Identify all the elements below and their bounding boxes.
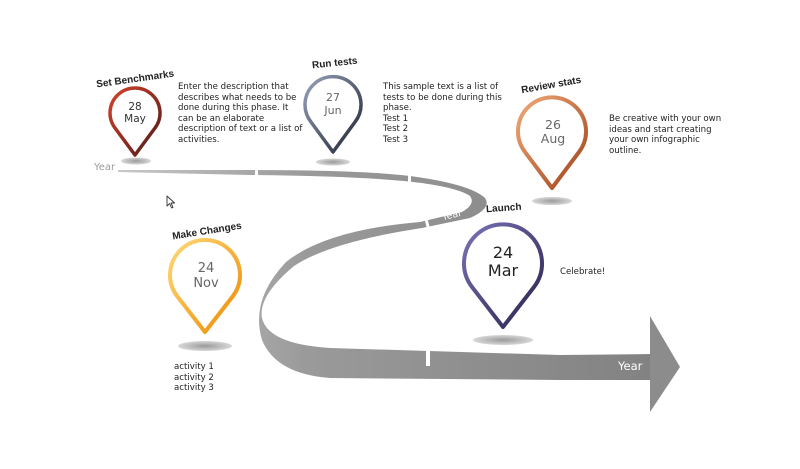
- milestone-month: May: [124, 113, 146, 126]
- milestone-month: Nov: [193, 275, 219, 291]
- milestone-description: This sample text is a list of tests to b…: [383, 82, 502, 145]
- milestone-day: 27: [326, 91, 340, 104]
- mouse-pointer-icon: [166, 195, 176, 209]
- map-pin-icon: [108, 86, 162, 157]
- year-label: Year: [618, 359, 643, 373]
- pin-shadow: [121, 157, 151, 165]
- milestone-month: Mar: [487, 261, 519, 281]
- road-separator: [255, 166, 258, 178]
- pin-shadow: [473, 335, 533, 345]
- map-pin-icon: [303, 75, 363, 154]
- milestone-day: 26: [545, 117, 561, 132]
- map-pin-icon: [462, 222, 544, 329]
- map-pin-icon: [168, 238, 242, 334]
- milestone-description: Be creative with your own ideas and star…: [609, 114, 722, 156]
- map-pin-icon: [516, 95, 588, 190]
- pin-shadow: [316, 158, 350, 166]
- milestone-date: 24 Mar: [478, 243, 528, 281]
- milestone-date: 24 Nov: [184, 261, 228, 292]
- road-separator: [408, 172, 411, 184]
- road-arrowhead: [650, 316, 680, 412]
- milestone-date: 26 Aug: [532, 117, 574, 147]
- year-label: Year: [94, 162, 116, 173]
- milestone-day: 24: [197, 261, 215, 276]
- milestone-month: Jun: [324, 103, 342, 117]
- road-separator: [426, 344, 430, 366]
- road-separator: [423, 213, 430, 229]
- milestone-date: 27 Jun: [313, 91, 353, 117]
- road-band: [118, 170, 654, 380]
- milestone-day: 28: [128, 101, 142, 113]
- milestone-date: 28 May: [115, 101, 155, 125]
- milestone-description: Celebrate!: [560, 267, 606, 277]
- milestone-description: activity 1 activity 2 activity 3: [174, 362, 214, 394]
- pin-shadow: [532, 197, 572, 205]
- milestone-description: Enter the description that describes wha…: [178, 82, 303, 145]
- milestone-month: Aug: [540, 131, 566, 147]
- milestone-day: 24: [492, 243, 514, 262]
- pin-shadow: [178, 341, 232, 351]
